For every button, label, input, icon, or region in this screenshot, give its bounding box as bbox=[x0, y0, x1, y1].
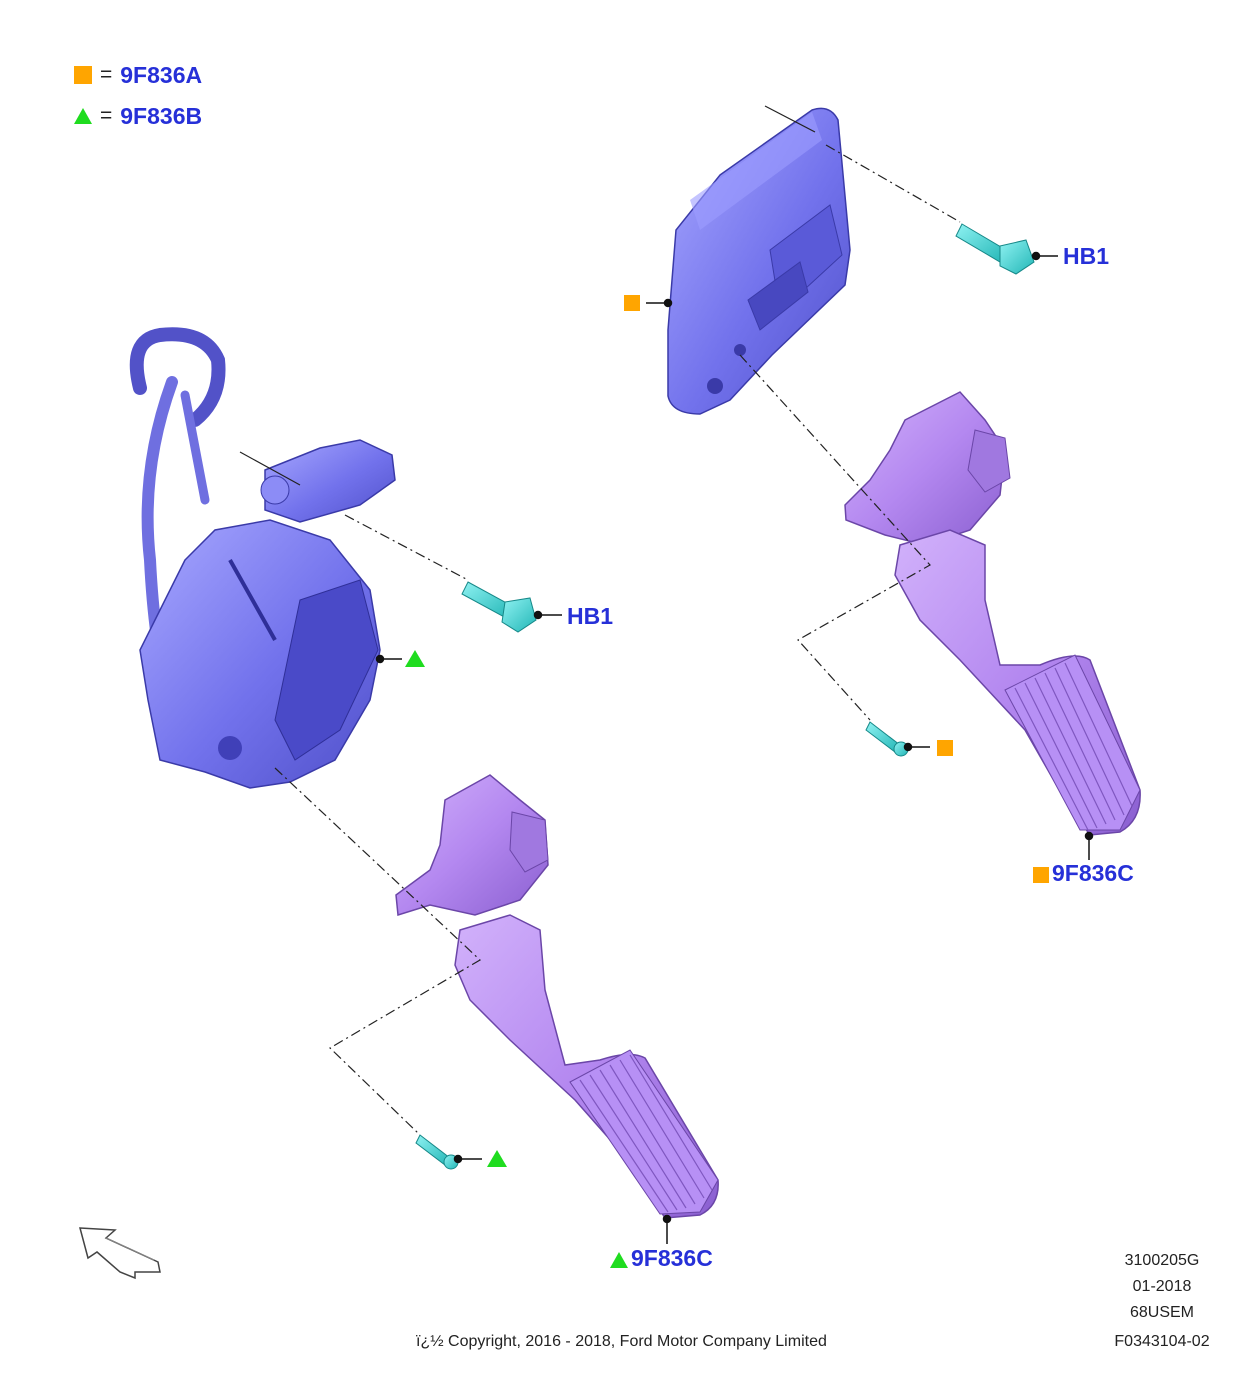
figure-id: F0343104-02 bbox=[1114, 1333, 1210, 1350]
right-assembly-lines bbox=[739, 144, 961, 721]
callout-pedal-right-label: 9F836C bbox=[1052, 860, 1134, 886]
right-hb1-bolt bbox=[955, 223, 1035, 275]
left-hb1-bolt bbox=[461, 581, 537, 633]
legend-equals: = bbox=[100, 63, 113, 86]
front-direction-arrow-icon bbox=[79, 1227, 161, 1280]
left-pedal-bracket-module bbox=[139, 439, 396, 789]
green-triangle-icon bbox=[610, 1251, 628, 1268]
callout-pedal-left: 9F836C bbox=[610, 1245, 713, 1271]
orange-square-icon bbox=[1033, 866, 1049, 883]
orange-square-icon bbox=[937, 740, 953, 756]
illustration-date: 01-2018 bbox=[1132, 1278, 1192, 1295]
orange-square-icon bbox=[624, 295, 640, 311]
left-assembly-lines bbox=[274, 514, 481, 1136]
market-code: 68USEM bbox=[1129, 1304, 1195, 1321]
legend-equals: = bbox=[100, 104, 113, 127]
callout-pedal-left-label: 9F836C bbox=[631, 1245, 713, 1271]
left-accelerator-pedal bbox=[395, 774, 719, 1219]
right-small-screw bbox=[865, 721, 909, 757]
legend-code: 9F836B bbox=[120, 102, 203, 129]
green-triangle-icon bbox=[487, 1150, 507, 1167]
right-pedal-bracket bbox=[667, 107, 851, 415]
right-accelerator-pedal bbox=[844, 391, 1141, 836]
orange-square-icon bbox=[74, 66, 92, 84]
illustration-number: 3100205G bbox=[1124, 1252, 1200, 1269]
green-triangle-icon bbox=[74, 108, 92, 124]
copyright-notice: ï¿½ Copyright, 2016 - 2018, Ford Motor C… bbox=[416, 1333, 827, 1350]
legend-code: 9F836A bbox=[120, 61, 203, 88]
callout-leader-lines bbox=[375, 251, 1094, 1244]
callout-pedal-right: 9F836C bbox=[1033, 860, 1134, 886]
callout-hb1-left: HB1 bbox=[567, 603, 614, 629]
legend-row-9f836a: = 9F836A bbox=[74, 60, 202, 90]
left-small-screw bbox=[415, 1134, 459, 1170]
green-triangle-icon bbox=[405, 650, 425, 667]
legend-row-9f836b: = 9F836B bbox=[74, 101, 202, 131]
callout-hb1-right: HB1 bbox=[1063, 243, 1110, 269]
